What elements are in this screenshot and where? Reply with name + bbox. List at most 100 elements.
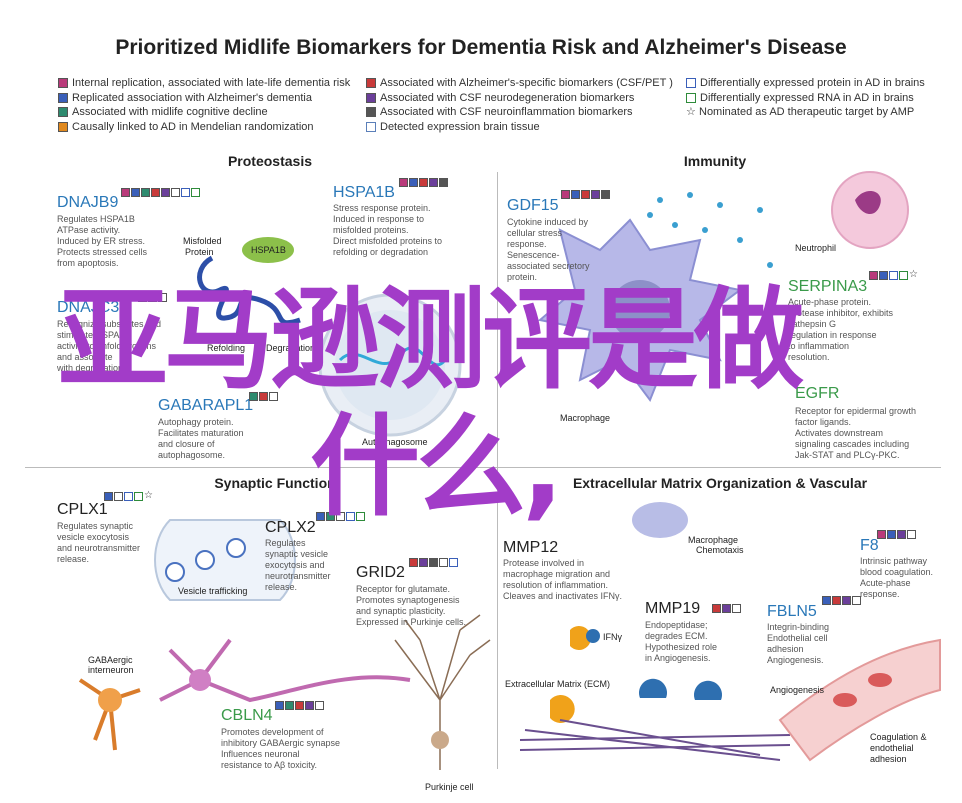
- interneuron-icon: [159, 638, 411, 703]
- evidence-mark: [138, 293, 147, 302]
- label-macrophage: Macrophage: [560, 413, 611, 423]
- desc-line: and neurotransmitter: [57, 543, 141, 553]
- evidence-mark: [336, 512, 345, 521]
- evidence-mark: [732, 604, 741, 613]
- desc-line: to inflammation: [788, 341, 850, 351]
- gene-name-cbln4: CBLN4: [221, 707, 273, 724]
- desc-line: exocytosis and: [265, 560, 325, 570]
- label-purkinje: Purkinje cell: [425, 782, 474, 792]
- desc-line: cathepsin G: [788, 319, 837, 329]
- legend-label: Nominated as AD therapeutic target by AM…: [699, 106, 915, 119]
- desc-line: stimulate HSPA1B: [57, 330, 131, 340]
- desc-line: Regulates: [265, 538, 306, 548]
- desc-line: synaptic vesicle: [265, 549, 329, 559]
- desc-line: associated secretory: [507, 261, 590, 271]
- desc-line: Promotes synaptogenesis: [356, 595, 460, 605]
- desc-line: Intrinsic pathway: [860, 556, 928, 566]
- desc-line: Expressed in Purkinje cells.: [356, 617, 467, 627]
- gene-name-mmp12: MMP12: [503, 539, 559, 556]
- evidence-mark: [148, 293, 157, 302]
- legend-label: Differentially expressed RNA in AD in br…: [700, 91, 914, 104]
- desc-line: signaling cascades including: [795, 439, 910, 449]
- evidence-marks: [316, 512, 365, 521]
- mmp-enzyme-icons: [550, 626, 591, 724]
- desc-line: autophagosome.: [158, 450, 226, 460]
- label-neutrophil: Neutrophil: [795, 243, 837, 253]
- evidence-mark: [409, 558, 418, 567]
- desc-line: with degradation.: [57, 363, 126, 373]
- evidence-mark: [571, 190, 580, 199]
- evidence-mark: [439, 558, 448, 567]
- evidence-marks: [138, 293, 167, 302]
- desc-line: Receptor for epidermal growth: [795, 406, 917, 416]
- evidence-mark: [877, 530, 886, 539]
- evidence-mark: [151, 188, 160, 197]
- evidence-mark: [591, 190, 600, 199]
- section-title-immunity: Immunity: [683, 153, 747, 169]
- desc-line: resolution of inflammation.: [503, 580, 609, 590]
- desc-line: from apoptosis.: [57, 258, 119, 268]
- gene-desc-mmp19: Endopeptidase;degrades ECM.Hypothesized …: [645, 620, 717, 664]
- gene-name-hspa1b: HSPA1B: [333, 184, 395, 201]
- label-gabaergic: GABAergic: [88, 655, 133, 665]
- evidence-mark: [315, 701, 324, 710]
- desc-line: release.: [57, 554, 90, 564]
- legend-swatch: [686, 92, 696, 103]
- evidence-marks: [399, 178, 448, 187]
- legend-item: Replicated association with Alzheimer's …: [58, 91, 350, 106]
- gene-name-fbln5: FBLN5: [767, 603, 817, 620]
- star-icon: ☆: [909, 269, 918, 280]
- gene-name-grid2: GRID2: [356, 564, 405, 581]
- desc-line: inhibitory GABAergic synapse: [221, 738, 341, 748]
- synapse-terminal-icon: [154, 519, 296, 601]
- legend-item: Internal replication, associated with la…: [58, 76, 350, 91]
- label-misfolded: Misfolded: [183, 236, 222, 246]
- desc-line: Stress response protein.: [333, 203, 431, 213]
- gene-name-egfr: EGFR: [795, 385, 840, 402]
- evidence-mark: [581, 190, 590, 199]
- watermark-line-2: 什么,: [310, 403, 564, 531]
- desc-line: Facilitates maturation: [158, 428, 244, 438]
- gene-name-dnajb9: DNAJB9: [57, 194, 119, 211]
- watermark-line-1: 亚马逊测评是做: [58, 276, 804, 404]
- evidence-mark: [722, 604, 731, 613]
- gene-name-mmp19: MMP19: [645, 600, 701, 617]
- evidence-mark: [907, 530, 916, 539]
- desc-line: Cleaves and inactivates IFNγ.: [503, 591, 623, 601]
- legend-label: Causally linked to AD in Mendelian rando…: [72, 120, 314, 133]
- gene-desc-serpina3: Acute-phase protein.Protease inhibitor, …: [788, 297, 893, 363]
- legend-item: Associated with Alzheimer's-specific bio…: [366, 76, 673, 91]
- section-title-ecm: Extracellular Matrix Organization & Vasc…: [572, 475, 868, 491]
- evidence-mark: [356, 512, 365, 521]
- desc-line: Regulates synaptic: [57, 521, 134, 531]
- desc-line: Angiogenesis.: [767, 655, 824, 665]
- ecm-fibers-icon: [519, 719, 791, 761]
- desc-line: response.: [860, 589, 900, 599]
- label-ifng: IFNγ: [603, 632, 622, 642]
- evidence-mark: [832, 596, 841, 605]
- evidence-marks: [822, 596, 861, 605]
- evidence-mark: [275, 701, 284, 710]
- desc-line: regulation in response: [788, 330, 877, 340]
- label-angiogenesis: Angiogenesis: [770, 685, 825, 695]
- legend-item: Differentially expressed RNA in AD in br…: [686, 91, 925, 106]
- label-coag-2: endothelial: [870, 743, 914, 753]
- page-title: Prioritized Midlife Biomarkers for Demen…: [115, 36, 847, 59]
- desc-line: Influences neuronal: [221, 749, 300, 759]
- red-blood-cell-icon: [833, 693, 857, 707]
- label-ecm: Extracellular Matrix (ECM): [505, 679, 611, 689]
- gene-desc-gabarapl1: Autophagy protein.Facilitates maturation…: [158, 417, 244, 461]
- label-hspa1b-blob: HSPA1B: [251, 245, 286, 255]
- vesicle-icon: [226, 538, 246, 558]
- evidence-mark: [171, 188, 180, 197]
- desc-line: Cytokine induced by: [507, 217, 589, 227]
- label-protein: Protein: [185, 247, 214, 257]
- desc-line: vesicle exocytosis: [57, 532, 130, 542]
- evidence-marks: [275, 701, 324, 710]
- evidence-marks: [409, 558, 458, 567]
